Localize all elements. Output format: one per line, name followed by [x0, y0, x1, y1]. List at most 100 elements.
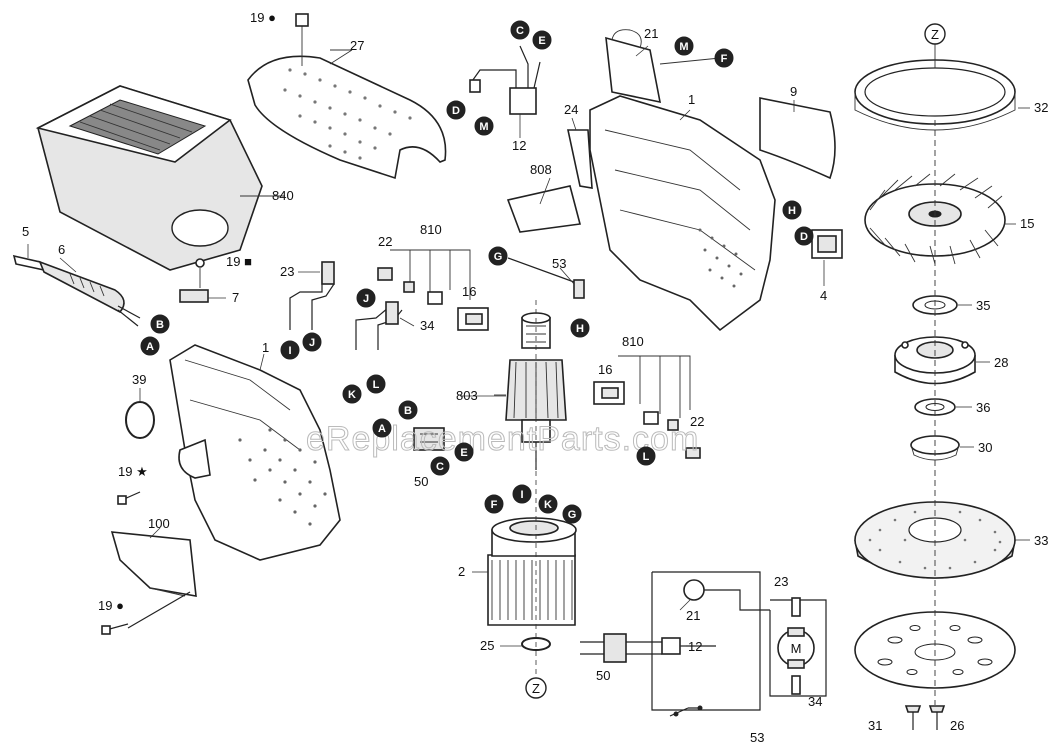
callout-2: 2	[458, 564, 465, 579]
svg-text:G: G	[568, 509, 577, 521]
marker-l: L	[636, 446, 656, 466]
callout-15: 15	[1020, 216, 1034, 231]
callout-19: 19 ●	[250, 10, 276, 25]
marker-b: B	[150, 314, 170, 334]
callout-6: 6	[58, 242, 65, 257]
ring-30	[910, 435, 960, 461]
marker-j: J	[302, 332, 322, 352]
svg-text:A: A	[378, 423, 386, 435]
marker-c: C	[430, 456, 450, 476]
callout-23: 23	[280, 264, 294, 279]
housing-right	[506, 95, 843, 332]
callout-32: 32	[1034, 100, 1048, 115]
connection-markers: C E D M M F H D B A J I J K L G H B A C …	[140, 20, 814, 524]
marker-d: D	[794, 226, 814, 246]
svg-text:M: M	[479, 121, 488, 133]
callout-19: 19 ★	[118, 464, 148, 479]
svg-text:B: B	[404, 405, 412, 417]
marker-h: H	[782, 200, 802, 220]
callout-5: 5	[22, 224, 29, 239]
callout-25: 25	[480, 638, 494, 653]
callout-24: 24	[564, 102, 578, 117]
callout-808: 808	[530, 162, 552, 177]
marker-f: F	[484, 494, 504, 514]
callout-53: 53	[750, 730, 764, 745]
callout-12: 12	[512, 138, 526, 153]
callout-30: 30	[978, 440, 992, 455]
callout-39: 39	[132, 372, 146, 387]
svg-text:A: A	[146, 341, 154, 353]
callout-7: 7	[232, 290, 239, 305]
wiring-schematic	[580, 571, 827, 717]
svg-text:J: J	[309, 337, 315, 349]
cord-and-protector	[12, 254, 141, 327]
callout-36: 36	[976, 400, 990, 415]
callout-1: 1	[262, 340, 269, 355]
sensor-lead-53	[507, 257, 585, 299]
bearing-ring-32	[854, 42, 1016, 131]
callout-21: 21	[644, 26, 658, 41]
callout-100: 100	[148, 516, 170, 531]
callout-53: 53	[552, 256, 566, 271]
marker-l: L	[366, 374, 386, 394]
z-marker-top: Z	[924, 23, 946, 45]
callout-50: 50	[596, 668, 610, 683]
marker-b: B	[398, 400, 418, 420]
electronic-module	[605, 29, 721, 104]
marker-c: C	[510, 20, 530, 40]
svg-text:Z: Z	[532, 681, 540, 696]
marker-a: A	[372, 418, 392, 438]
marker-d: D	[446, 100, 466, 120]
callout-34: 34	[808, 694, 822, 709]
marker-m: M	[474, 116, 494, 136]
callout-1: 1	[688, 92, 695, 107]
callout-27: 27	[350, 38, 364, 53]
dust-canister	[35, 85, 285, 271]
svg-text:C: C	[516, 25, 524, 37]
marker-a: A	[140, 336, 160, 356]
washer-36	[914, 398, 956, 416]
svg-text:F: F	[721, 53, 728, 65]
callout-16: 16	[598, 362, 612, 377]
callout-810: 810	[622, 334, 644, 349]
housing-left	[169, 344, 341, 561]
callout-4: 4	[820, 288, 827, 303]
screws-31-26	[904, 705, 946, 730]
switch-50	[413, 427, 445, 451]
marker-e: E	[532, 30, 552, 50]
svg-text:D: D	[800, 231, 808, 243]
svg-text:E: E	[538, 35, 545, 47]
callout-26: 26	[950, 718, 964, 733]
svg-text:I: I	[288, 345, 291, 357]
svg-text:K: K	[348, 389, 356, 401]
grommet-39	[125, 401, 155, 439]
svg-text:M: M	[679, 41, 688, 53]
marker-i: I	[512, 484, 532, 504]
marker-m: M	[674, 36, 694, 56]
callout-35: 35	[976, 298, 990, 313]
svg-text:B: B	[156, 319, 164, 331]
marker-g: G	[562, 504, 582, 524]
callout-840: 840	[272, 188, 294, 203]
marker-k: K	[342, 384, 362, 404]
capacitor-12	[469, 45, 541, 115]
schematic-motor-label: M	[791, 641, 802, 656]
brush-set-810-lower	[593, 355, 701, 459]
z-markers: Z Z	[525, 23, 946, 699]
z-marker-bottom: Z	[525, 677, 547, 699]
callout-31: 31	[868, 718, 882, 733]
svg-text:E: E	[460, 447, 467, 459]
callout-22: 22	[690, 414, 704, 429]
svg-text:J: J	[363, 293, 369, 305]
stator-2	[487, 517, 577, 626]
brush-set-810-upper	[377, 249, 489, 331]
bag-flap-100	[110, 531, 197, 597]
svg-text:K: K	[544, 499, 552, 511]
svg-text:D: D	[452, 105, 460, 117]
callout-9: 9	[790, 84, 797, 99]
marker-g: G	[488, 246, 508, 266]
callout-19: 19 ■	[226, 254, 252, 269]
marker-e: E	[454, 442, 474, 462]
svg-text:G: G	[494, 251, 503, 263]
svg-text:H: H	[788, 205, 796, 217]
